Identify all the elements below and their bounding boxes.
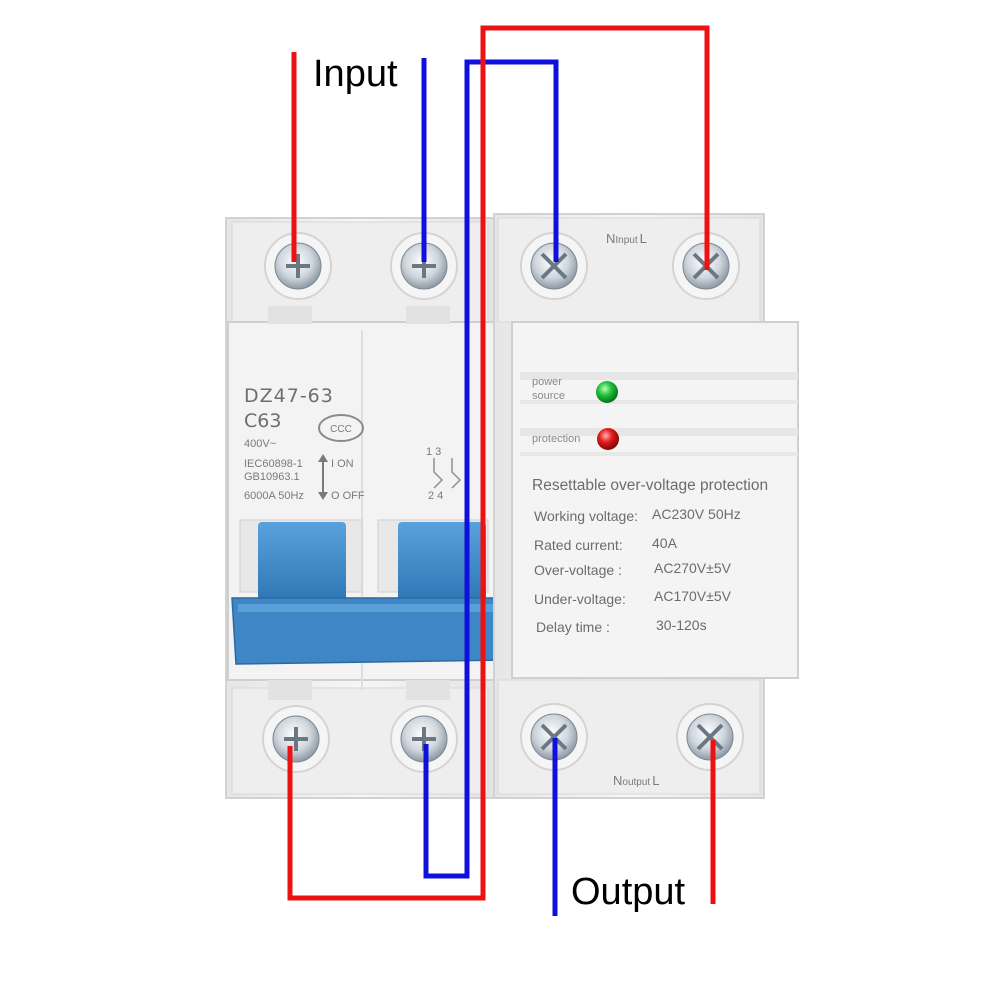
breaker-standard-2: GB10963.1 — [244, 471, 300, 483]
spec-value-delay-time: 30-120s — [656, 617, 707, 633]
spec-value-rated-current: 40A — [652, 535, 678, 551]
spec-value-over-voltage: AC270V±5V — [654, 560, 732, 576]
breaker-capacity: 6000A 50Hz — [244, 490, 304, 502]
ccc-mark-text: CCC — [330, 424, 352, 435]
bottom-terminal-numbers: 2 4 — [428, 490, 443, 502]
input-label-n: N — [606, 231, 615, 246]
on-off-arrow-icon — [318, 454, 328, 500]
screw-icon — [676, 703, 744, 771]
spec-name-under-voltage: Under-voltage: — [534, 591, 626, 607]
wiring — [287, 25, 716, 916]
breaker-rating: C63 — [244, 410, 281, 432]
spec-name-working-voltage: Working voltage: — [534, 508, 638, 524]
protection-led-icon — [597, 428, 619, 450]
on-label: I ON — [331, 458, 354, 470]
screw-icon — [520, 703, 588, 771]
output-label-n: N — [613, 773, 622, 788]
wire-live-jumper — [287, 25, 710, 901]
led-power-label-2: source — [532, 390, 565, 402]
ccc-mark-icon: CCC — [318, 414, 364, 442]
led-power-label-1: power — [532, 376, 562, 388]
input-caption: Input — [313, 53, 398, 95]
off-label: O OFF — [331, 490, 365, 502]
screw-icon — [264, 232, 332, 300]
spec-name-over-voltage: Over-voltage : — [534, 562, 622, 578]
breaker-standard-1: IEC60898-1 — [244, 458, 303, 470]
spec-name-rated-current: Rated current: — [534, 537, 623, 553]
input-label-l: L — [640, 231, 647, 246]
screw-icon — [390, 232, 458, 300]
spec-value-under-voltage: AC170V±5V — [654, 588, 732, 604]
wire-neutral-jumper — [423, 59, 559, 879]
screw-icon — [520, 232, 588, 300]
top-terminal-numbers: 1 3 — [426, 446, 441, 458]
input-label-text: Input — [615, 235, 637, 246]
breaker-handle[interactable] — [231, 519, 509, 665]
output-label-text: output — [622, 777, 650, 788]
power-led-icon — [596, 381, 618, 403]
spec-name-delay-time: Delay time : — [536, 619, 610, 635]
protector-title: Resettable over-voltage protection — [532, 477, 768, 494]
breaker-model: DZ47-63 — [244, 385, 334, 407]
spec-list: Working voltage: AC230V 50Hz Rated curre… — [534, 506, 741, 635]
output-caption: Output — [571, 871, 686, 913]
circuit-breaker — [225, 217, 495, 799]
led-protection-label: protection — [532, 433, 580, 445]
screw-icon — [262, 705, 330, 773]
spec-value-working-voltage: AC230V 50Hz — [652, 506, 741, 522]
output-label-l: L — [652, 773, 659, 788]
breaker-schematic-icon — [433, 458, 461, 489]
breaker-voltage: 400V~ — [244, 438, 276, 450]
